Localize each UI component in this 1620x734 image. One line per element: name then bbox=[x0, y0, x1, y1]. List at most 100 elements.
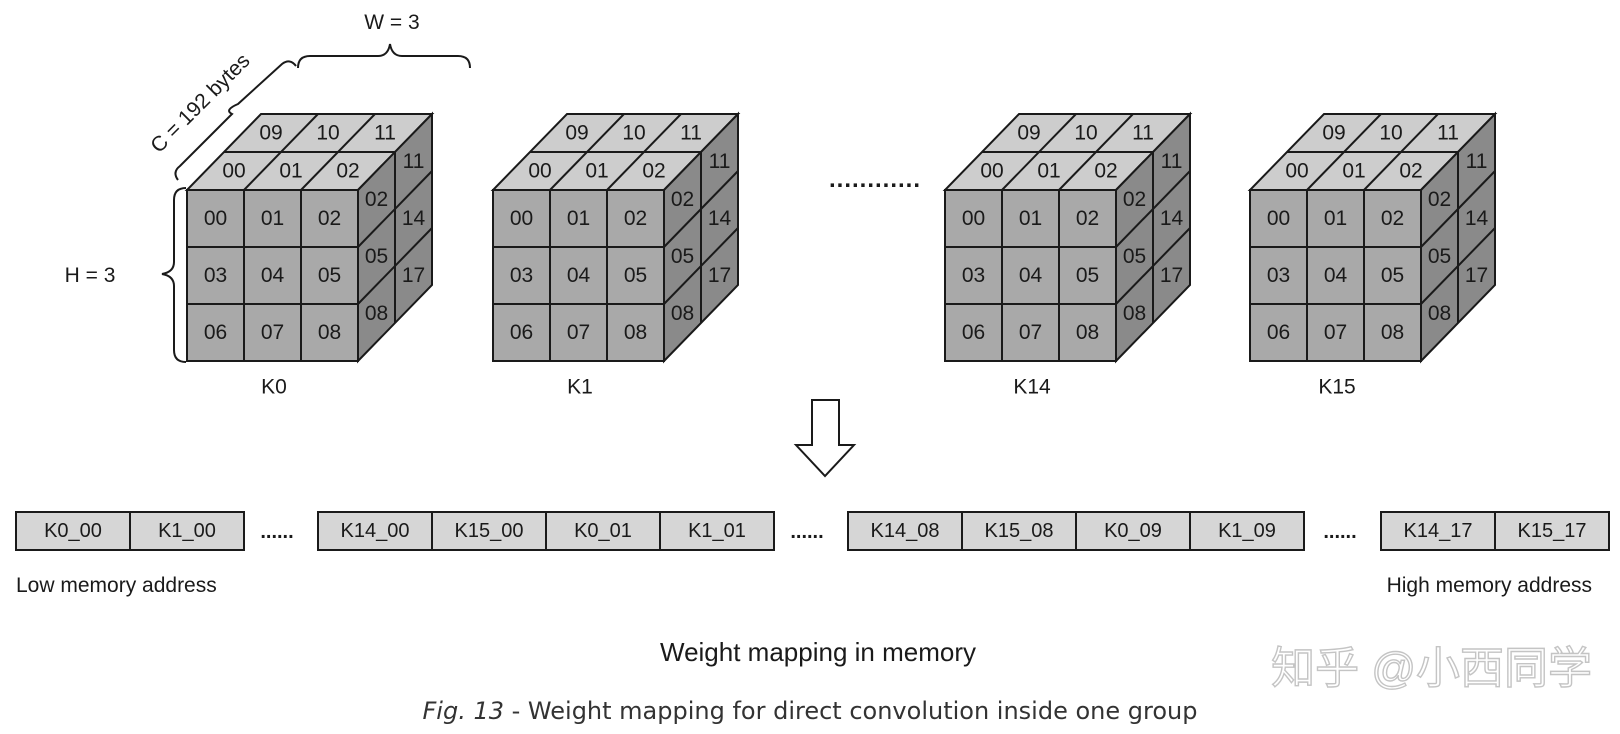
cube-cell-label: 02 bbox=[1076, 207, 1099, 230]
memory-cell: K14_17 bbox=[1380, 511, 1496, 551]
cube-cell-label: 14 bbox=[1160, 207, 1184, 230]
memory-cell-label: K14_00 bbox=[341, 520, 410, 542]
cube-cell-label: 06 bbox=[204, 321, 227, 344]
cube-cell-label: 09 bbox=[565, 122, 588, 145]
memory-ellipsis: ...... bbox=[790, 521, 823, 543]
memory-cell-label: K15_00 bbox=[455, 520, 524, 542]
cube-cell-label: 14 bbox=[708, 207, 732, 230]
cube-cell-label: 02 bbox=[671, 188, 694, 211]
cube-cell-label: 08 bbox=[1381, 321, 1404, 344]
cube-ellipsis: ............ bbox=[829, 166, 921, 193]
memory-cell: K1_01 bbox=[659, 511, 775, 551]
cube-cell-label: 09 bbox=[1017, 122, 1040, 145]
cube-cell-label: 06 bbox=[510, 321, 533, 344]
down-arrow-icon bbox=[793, 399, 857, 478]
memory-cell-label: K1_01 bbox=[688, 520, 746, 542]
h-brace bbox=[161, 187, 187, 363]
watermark: 知乎 @小西同学 bbox=[1271, 644, 1592, 693]
cube-cell-label: 10 bbox=[1074, 122, 1097, 145]
cube-cell-label: 00 bbox=[222, 160, 245, 183]
cube-cell-label: 00 bbox=[962, 207, 985, 230]
figure-caption: Fig. 13 - Weight mapping for direct conv… bbox=[0, 697, 1620, 725]
cube-cell-label: 02 bbox=[1399, 160, 1422, 183]
cube-cell-label: 03 bbox=[510, 264, 533, 287]
cube-front-face bbox=[1249, 189, 1422, 362]
cube-cell-label: 10 bbox=[1379, 122, 1402, 145]
cube-cell-label: 17 bbox=[1160, 264, 1183, 287]
cube-cell-label: 02 bbox=[1381, 207, 1404, 230]
cube-cell-label: 08 bbox=[1428, 302, 1451, 325]
cube-cell-label: 07 bbox=[1324, 321, 1347, 344]
cube-cell-label: 00 bbox=[1267, 207, 1290, 230]
cube-cell-label: 09 bbox=[259, 122, 282, 145]
memory-cell: K0_00 bbox=[15, 511, 131, 551]
cube-cell-label: 17 bbox=[402, 264, 425, 287]
cube-cell-label: 08 bbox=[318, 321, 341, 344]
c-brace bbox=[174, 60, 297, 181]
cube-cell-label: 02 bbox=[336, 160, 359, 183]
memory-cell: K0_01 bbox=[545, 511, 661, 551]
cube-cell-label: 01 bbox=[1019, 207, 1042, 230]
cube-cell-label: 02 bbox=[624, 207, 647, 230]
cube-cell-label: 05 bbox=[318, 264, 341, 287]
cube-cell-label: 09 bbox=[1322, 122, 1345, 145]
cube-cell-label: 01 bbox=[261, 207, 284, 230]
memory-cell-label: K14_17 bbox=[1404, 520, 1473, 542]
cube-cell-label: 11 bbox=[1437, 122, 1459, 145]
memory-cell: K14_08 bbox=[847, 511, 963, 551]
cube-cell-label: 02 bbox=[1123, 188, 1146, 211]
cube-cell-label: 01 bbox=[1342, 160, 1365, 183]
cube-cell-label: 11 bbox=[374, 122, 396, 145]
cube-cell-label: 06 bbox=[1267, 321, 1290, 344]
memory-cell-label: K15_08 bbox=[985, 520, 1054, 542]
cube-cell-label: 00 bbox=[1285, 160, 1308, 183]
kernel-label: K15 bbox=[1318, 376, 1355, 399]
cube-cell-label: 04 bbox=[261, 264, 285, 287]
cube-cell-label: 04 bbox=[1324, 264, 1348, 287]
cube-cell-label: 01 bbox=[1324, 207, 1347, 230]
cube-front-face bbox=[944, 189, 1117, 362]
h-dimension-label: H = 3 bbox=[65, 264, 116, 287]
memory-cell-label: K15_17 bbox=[1518, 520, 1587, 542]
cube-cell-label: 03 bbox=[204, 264, 227, 287]
memory-cell: K15_17 bbox=[1494, 511, 1610, 551]
cube-cell-label: 01 bbox=[1037, 160, 1060, 183]
cube-cell-label: 11 bbox=[403, 150, 425, 173]
cube-cell-label: 02 bbox=[642, 160, 665, 183]
cube-cell-label: 08 bbox=[671, 302, 694, 325]
cube-cell-label: 08 bbox=[1076, 321, 1099, 344]
cube-cell-label: 05 bbox=[1381, 264, 1404, 287]
cube-cell-label: 00 bbox=[204, 207, 227, 230]
cube-cell-label: 10 bbox=[316, 122, 339, 145]
cube-cell-label: 01 bbox=[585, 160, 608, 183]
cube-cell-label: 00 bbox=[528, 160, 551, 183]
memory-ellipsis: ...... bbox=[260, 521, 293, 543]
cube-cell-label: 06 bbox=[962, 321, 985, 344]
cube-cell-label: 05 bbox=[671, 245, 694, 268]
diagram-title: Weight mapping in memory bbox=[660, 637, 976, 667]
cube-cell-label: 08 bbox=[624, 321, 647, 344]
w-dimension-label: W = 3 bbox=[364, 11, 419, 34]
kernel-cubes: 00 01 02 03 04 05 06 07 08 00 01 02 09 10 11 02 05 08 11 14… bbox=[184, 111, 1498, 399]
memory-cell-label: K1_09 bbox=[1218, 520, 1276, 542]
low-memory-label: Low memory address bbox=[16, 574, 217, 597]
kernel-label: K1 bbox=[567, 376, 593, 399]
cube-cell-label: 05 bbox=[624, 264, 647, 287]
cube-cell-label: 07 bbox=[261, 321, 284, 344]
cube-cell-label: 11 bbox=[1161, 150, 1183, 173]
memory-cell-label: K14_08 bbox=[871, 520, 940, 542]
kernel-label: K0 bbox=[261, 376, 287, 399]
memory-cell-label: K0_01 bbox=[574, 520, 632, 542]
cube-cell-label: 08 bbox=[1123, 302, 1146, 325]
cube-cell-label: 05 bbox=[1123, 245, 1146, 268]
cube-cell-label: 14 bbox=[1465, 207, 1489, 230]
cube-cell-label: 02 bbox=[318, 207, 341, 230]
cube-cell-label: 10 bbox=[622, 122, 645, 145]
cube-cell-label: 07 bbox=[1019, 321, 1042, 344]
memory-cell: K0_09 bbox=[1075, 511, 1191, 551]
cube-front-face bbox=[186, 189, 359, 362]
